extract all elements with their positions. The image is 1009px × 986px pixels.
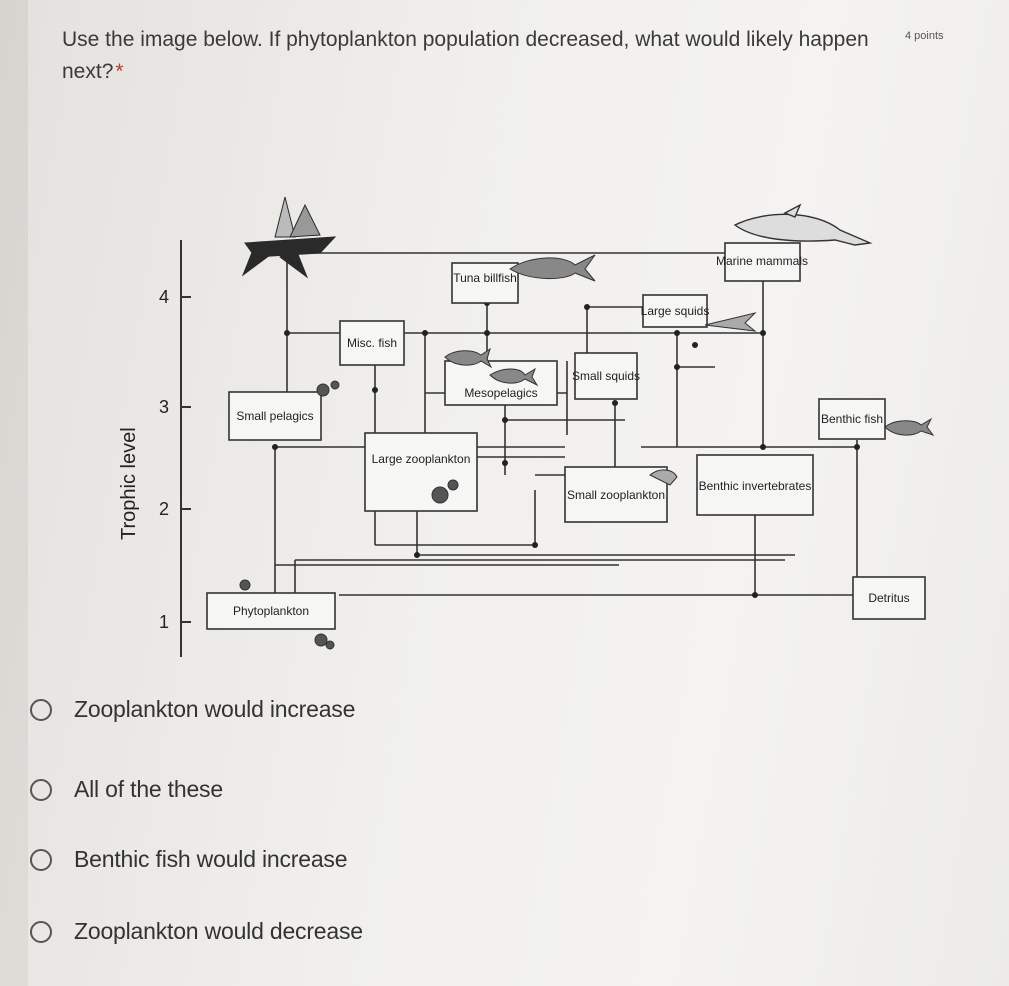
- option-zooplankton-increase[interactable]: Zooplankton would increase: [30, 696, 355, 723]
- tick-4: 4: [159, 287, 169, 307]
- node-mesopelagics: Mesopelagics: [464, 386, 537, 400]
- node-small-pelagics: Small pelagics: [236, 409, 313, 423]
- node-small-zooplankton: Small zooplankton: [567, 488, 665, 502]
- zooplankton-icon: [239, 380, 459, 650]
- node-tuna: Tuna billfish: [453, 271, 517, 285]
- node-marine-mammals: Marine mammals: [716, 254, 808, 268]
- radio-button[interactable]: [30, 920, 52, 943]
- option-all-of-these[interactable]: All of the these: [30, 776, 223, 803]
- squid-icon: [649, 312, 757, 486]
- fishing-boat-icon: [241, 196, 337, 279]
- food-web-diagram: Trophic level 4 3 2 1: [118, 196, 935, 657]
- option-benthic-fish-increase[interactable]: Benthic fish would increase: [30, 846, 348, 873]
- trophic-axis: [180, 240, 191, 657]
- node-benthic-fish: Benthic fish: [821, 412, 883, 426]
- radio-button[interactable]: [30, 698, 52, 721]
- node-boxes: [206, 242, 926, 630]
- node-phytoplankton: Phytoplankton: [233, 604, 309, 618]
- food-web-links: [274, 252, 858, 605]
- node-large-zooplankton: Large zooplankton: [372, 452, 471, 466]
- tick-3: 3: [159, 397, 169, 417]
- radio-button[interactable]: [30, 778, 52, 801]
- question-title: Use the image below. If phytoplankton po…: [62, 24, 902, 88]
- tick-2: 2: [159, 499, 169, 519]
- y-axis-label: Trophic level: [118, 427, 140, 540]
- option-label: Benthic fish would increase: [74, 846, 348, 872]
- fish-icon: [444, 254, 935, 436]
- option-label: All of the these: [74, 776, 223, 802]
- question-text: Use the image below. If phytoplankton po…: [62, 28, 869, 83]
- points-label: 4 points: [905, 30, 944, 42]
- dolphin-icon: [733, 203, 873, 246]
- tick-1: 1: [159, 612, 169, 632]
- required-asterisk: *: [115, 60, 124, 83]
- radio-button[interactable]: [30, 848, 52, 871]
- node-labels: Tuna billfish Marine mammals Large squid…: [233, 254, 910, 618]
- option-label: Zooplankton would decrease: [74, 918, 363, 944]
- question-card: [28, 0, 1009, 986]
- node-small-squids: Small squids: [572, 369, 640, 383]
- node-large-squids: Large squids: [641, 304, 710, 318]
- option-zooplankton-decrease[interactable]: Zooplankton would decrease: [30, 918, 363, 945]
- node-misc-fish: Misc. fish: [347, 336, 397, 350]
- option-label: Zooplankton would increase: [74, 696, 356, 722]
- node-benthic-invertebrates: Benthic invertebrates: [699, 479, 812, 493]
- node-detritus: Detritus: [868, 591, 909, 605]
- link-dots: [272, 274, 860, 598]
